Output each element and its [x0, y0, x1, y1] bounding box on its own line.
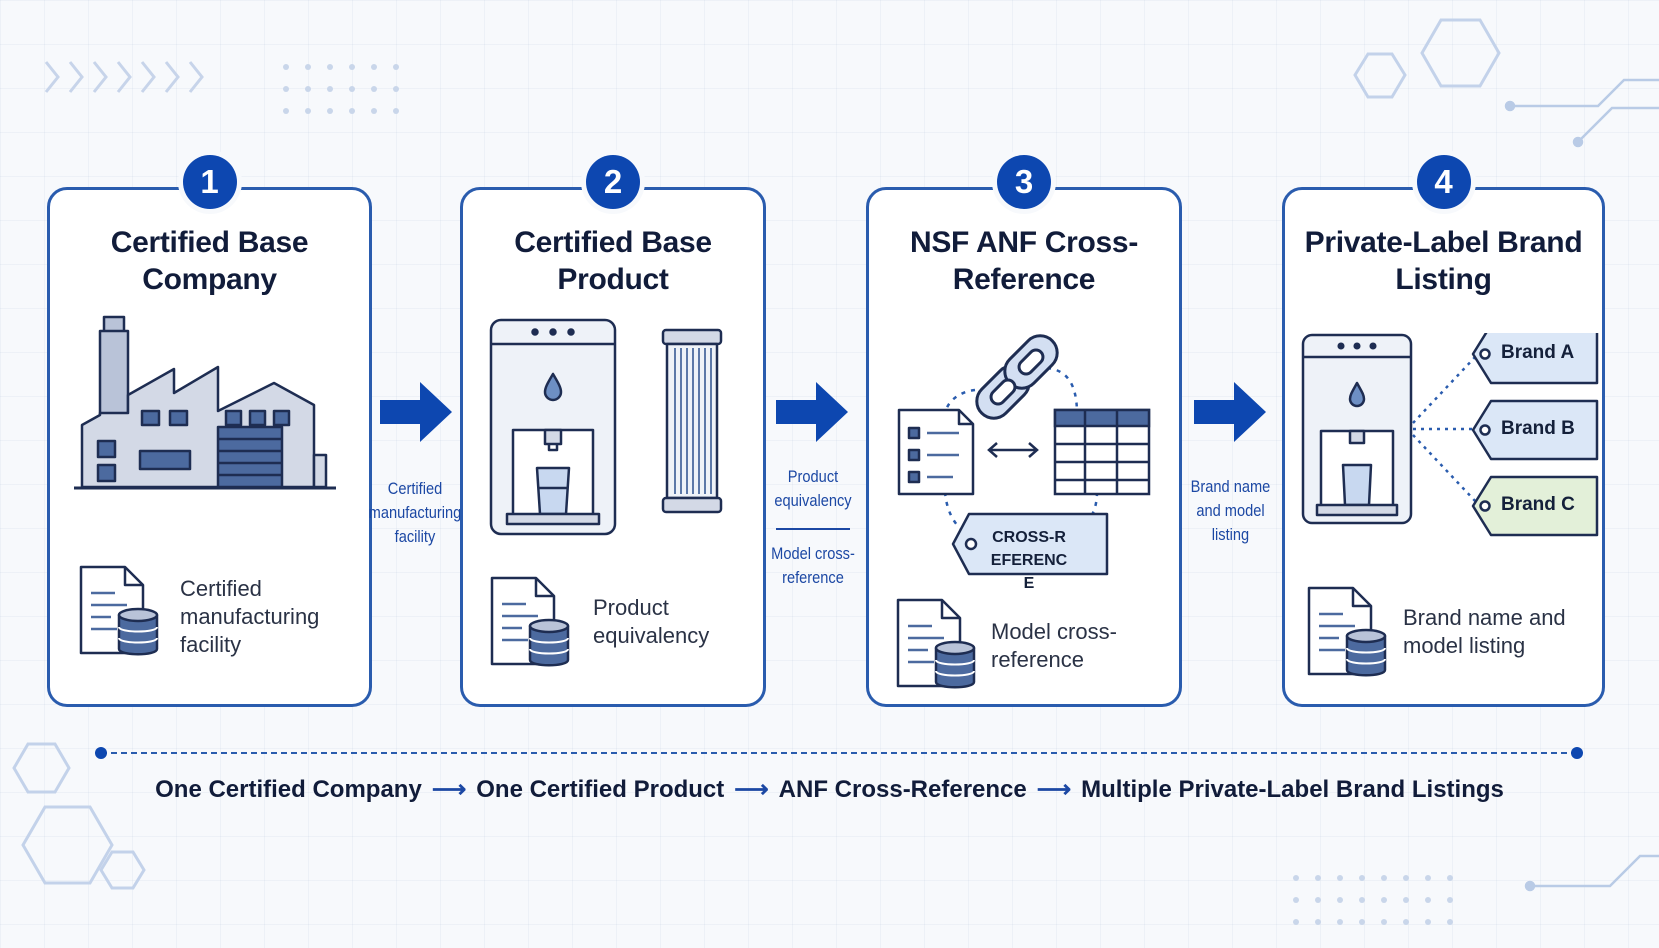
connector-label: Certified manufacturing facility	[368, 479, 462, 546]
chevron-pattern-icon	[44, 61, 204, 93]
doc-caption: Product equivalency	[593, 595, 710, 648]
connector-label-top: Product equivalency	[774, 467, 852, 510]
summary-part: One Certified Product	[476, 776, 725, 803]
arrow-right-icon	[1194, 382, 1266, 442]
arrow-separator-icon: ⟶	[734, 776, 769, 803]
tag-label: CROSS-REFERENCE	[990, 529, 1068, 592]
summary-flow: One Certified Company ⟶ One Certified Prod…	[0, 775, 1659, 804]
cross-reference-diagram	[897, 334, 1151, 576]
arrow-right-icon	[380, 382, 452, 442]
summary-part: ANF Cross-Reference	[778, 776, 1027, 803]
bidirectional-arrow-icon	[987, 442, 1039, 458]
timeline-line	[95, 746, 1583, 760]
filter-cartridge-icon	[661, 328, 723, 514]
step-title: Certified Base Company	[110, 226, 309, 296]
dot-grid-icon	[283, 64, 1453, 925]
summary-part: One Certified Company	[155, 776, 422, 803]
tag-icon	[1471, 333, 1599, 537]
water-dispenser-icon	[489, 318, 617, 536]
connector-label-bottom: Model cross-reference	[771, 544, 855, 587]
brand-tag-label: Brand C	[1501, 494, 1575, 515]
step-card-4: 4 Private-Label Brand Listing Brand A B	[1282, 155, 1605, 707]
step-card-2: 2 Certified Base Product	[460, 155, 766, 707]
step-title: Private-Label Brand Listing	[1304, 226, 1583, 296]
step-number-badge: 1	[182, 155, 237, 209]
brand-tag-label: Brand A	[1501, 342, 1575, 363]
connector-divider	[776, 528, 850, 530]
arrow-right-icon	[776, 382, 848, 442]
hexagon-pattern-icon	[12, 18, 1501, 890]
step-number-badge: 2	[586, 155, 640, 209]
step-title: NSF ANF Cross-Reference	[909, 226, 1139, 296]
table-grid-icon	[1053, 408, 1151, 496]
document-database-icon	[896, 598, 976, 689]
arrow-separator-icon: ⟶	[431, 776, 467, 803]
step-number-badge: 4	[1416, 155, 1471, 209]
circuit-line-icon	[1504, 78, 1659, 892]
dotted-connector-icon	[1412, 354, 1478, 504]
doc-caption: Brand name and model listing	[1403, 605, 1566, 658]
document-database-icon	[1307, 586, 1387, 677]
document-database-icon	[490, 576, 570, 667]
doc-caption: Certified manufacturing facility	[180, 576, 320, 657]
summary-part: Multiple Private-Label Brand Listings	[1081, 776, 1504, 803]
connector-label: Brand name and model listing	[1190, 477, 1271, 544]
step-number-badge: 3	[997, 155, 1051, 209]
water-dispenser-icon	[1301, 333, 1413, 525]
doc-caption: Model cross-reference	[991, 619, 1117, 672]
document-database-icon	[79, 565, 159, 656]
tag-icon	[951, 512, 1109, 576]
brand-tag-label: Brand B	[1501, 418, 1575, 439]
factory-icon	[74, 315, 336, 490]
brand-mapping-diagram	[1301, 333, 1599, 537]
step-card-1: 1 Certified Base Company	[47, 155, 372, 707]
step-card-3: 3 NSF ANF Cross-Reference	[866, 155, 1182, 707]
chain-link-icon	[975, 334, 1059, 420]
step-title: Certified Base Product	[514, 226, 712, 296]
checklist-document-icon	[897, 408, 975, 496]
arrow-separator-icon: ⟶	[1036, 776, 1072, 803]
